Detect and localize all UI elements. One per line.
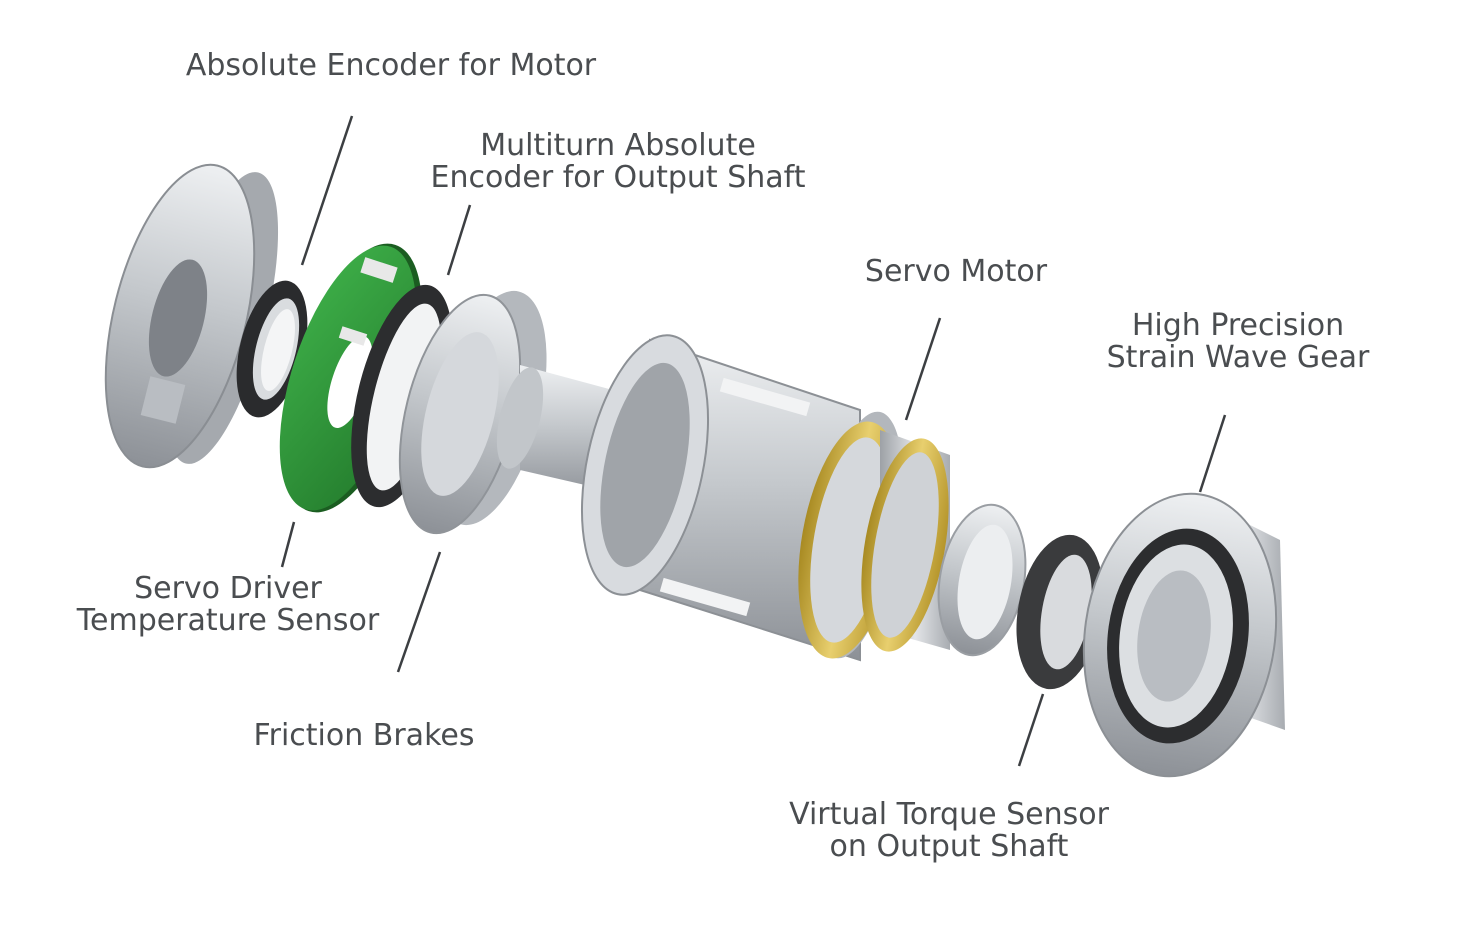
label-virtual-torque-sensor: Virtual Torque Sensor on Output Shaft [789,797,1109,864]
leader-line-servo-driver [280,521,296,568]
rear-end-plate [104,163,279,469]
leader-line-torque-sensor [1017,693,1045,767]
leader-line-friction-brakes [396,551,442,673]
leader-lines [280,115,1227,767]
stator-brass-rings [798,421,950,659]
leader-line-strain-wave-gear [1198,414,1227,493]
leader-line-absolute-encoder [300,115,354,266]
leader-line-multiturn-encoder [446,204,472,276]
leader-line-servo-motor [904,317,942,421]
brake-flange [398,290,547,535]
encoder-pcb [279,243,423,513]
label-strain-wave-gear: High Precision Strain Wave Gear [1106,308,1370,375]
label-multiturn-encoder: Multiturn Absolute Encoder for Output Sh… [430,128,806,195]
label-absolute-encoder-motor: Absolute Encoder for Motor [185,48,597,83]
torque-sensor-ring [1016,534,1104,690]
label-servo-motor: Servo Motor [864,254,1048,289]
label-servo-driver-temp: Servo Driver Temperature Sensor [76,571,380,638]
label-friction-brakes: Friction Brakes [253,718,475,753]
strain-wave-gear [1082,492,1285,778]
